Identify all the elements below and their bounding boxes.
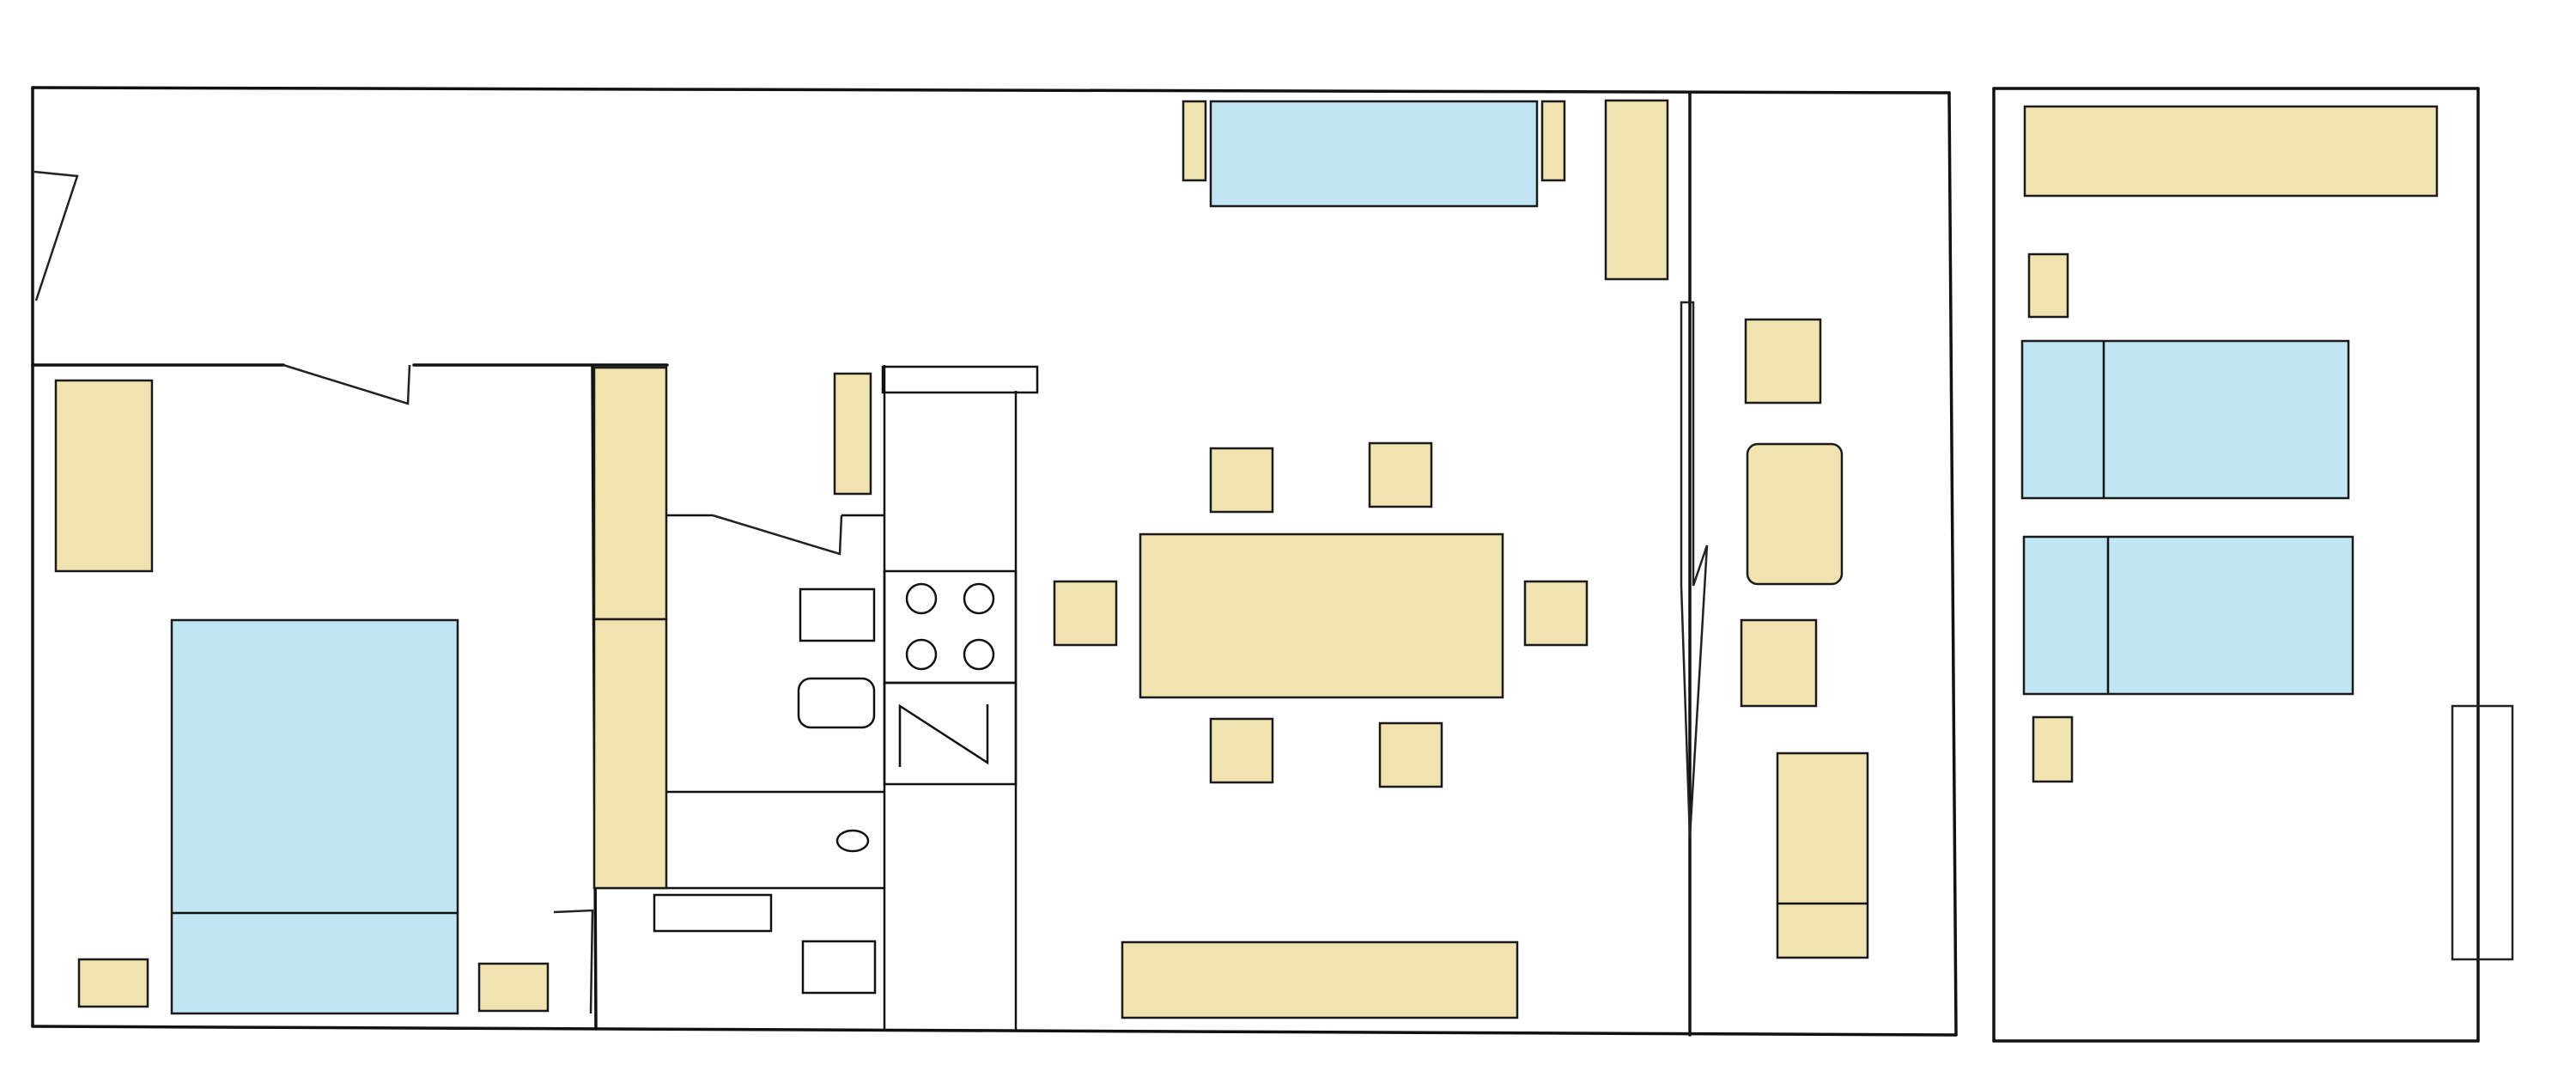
bed [170, 618, 459, 1015]
tv-unit [1121, 940, 1519, 1019]
storage-door [553, 909, 594, 1014]
chair [1209, 447, 1274, 514]
desk [1776, 752, 1869, 959]
bed [2020, 339, 2350, 500]
range-hood [881, 365, 1039, 394]
doors [33, 170, 2514, 1014]
twin-bedroom [2020, 105, 2439, 783]
sofa-arm-left [1182, 100, 1207, 182]
armchair [1746, 442, 1844, 586]
sliding-door [1680, 301, 1709, 838]
bathroom [653, 372, 877, 995]
nightstand-left [77, 958, 149, 1008]
wardrobe [2023, 105, 2439, 198]
sofa-arm-right [1540, 100, 1566, 182]
shower-drain [835, 829, 870, 853]
side-table [1744, 318, 1822, 405]
nightstand-right [477, 962, 550, 1013]
chair [1523, 580, 1589, 647]
bathroom-door [712, 514, 843, 556]
chair [1378, 721, 1443, 788]
sofa [1209, 100, 1539, 208]
washbasin [799, 587, 876, 642]
dining-table [1139, 532, 1504, 699]
bedroom [54, 366, 668, 1015]
stove-burner-icon [905, 638, 938, 671]
outer-wall-right [1947, 91, 1958, 1037]
study [1740, 318, 1869, 959]
utility-shelf [653, 893, 773, 933]
bathroom-cabinet [833, 372, 872, 496]
entrance-door [33, 170, 79, 301]
stove [883, 569, 1018, 685]
stove-burner-icon [963, 638, 995, 671]
outer-wall-bottom [31, 1025, 1958, 1037]
wardrobe [54, 379, 154, 573]
washing-machine [801, 940, 877, 995]
bedroom-door [283, 363, 411, 405]
kitchen [881, 365, 1039, 786]
shelf-unit [1604, 99, 1669, 281]
nightstand [2032, 715, 2074, 783]
chair [1053, 580, 1118, 647]
nightstand [2027, 253, 2069, 319]
sink-drain-icon [898, 703, 989, 767]
toilet [797, 677, 876, 729]
sink [883, 681, 1018, 786]
living-dining [1053, 99, 1669, 1019]
outer-wall-top [31, 86, 1951, 94]
window [2451, 704, 2514, 961]
bedroom-wardrobe-upper [592, 366, 668, 621]
stove-burner-icon [963, 582, 995, 615]
stove-burner-icon [905, 582, 938, 615]
chair [1368, 441, 1433, 508]
bedroom-wardrobe-lower [592, 618, 668, 890]
bed [2022, 535, 2354, 696]
side-table [1740, 618, 1818, 708]
chair [1209, 717, 1274, 784]
